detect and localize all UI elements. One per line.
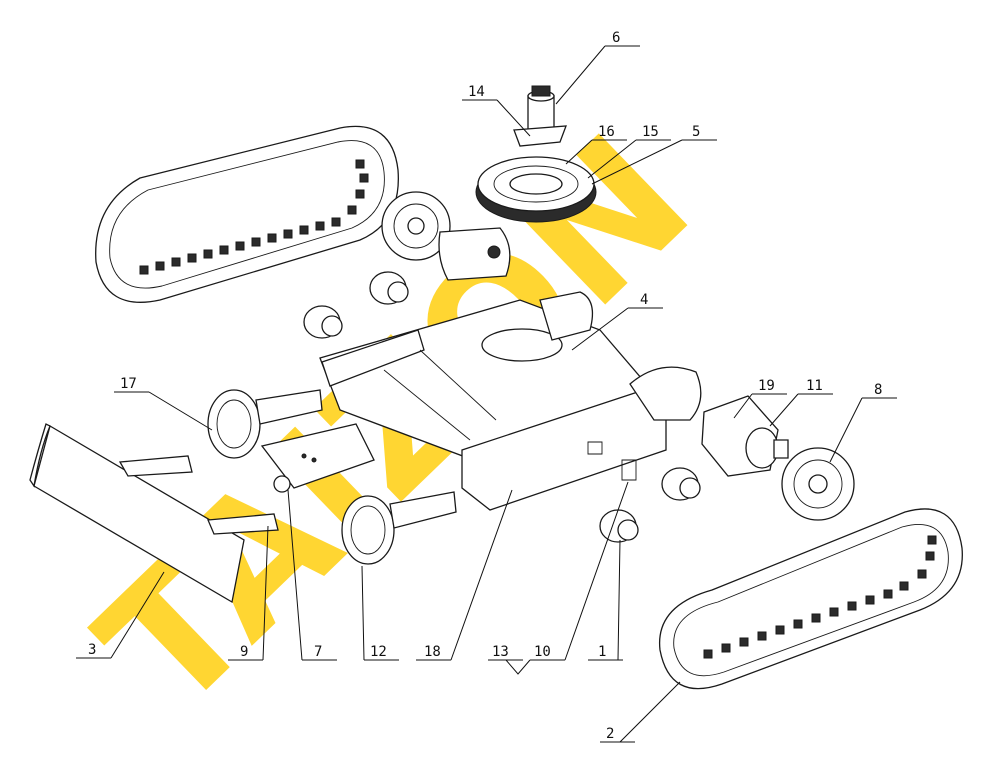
- callout-1: 1: [598, 644, 606, 660]
- leader-lines: [76, 45, 897, 743]
- track-pads: [139, 159, 369, 275]
- travel-motor-right: [701, 395, 789, 477]
- small-rollers: [303, 271, 701, 543]
- callout-16: 16: [598, 124, 615, 140]
- callout-19: 19: [758, 378, 775, 394]
- callout-3: 3: [88, 642, 96, 658]
- callout-8: 8: [874, 382, 882, 398]
- callout-11: 11: [806, 378, 823, 394]
- callout-17: 17: [120, 376, 137, 392]
- track-upper-left: [95, 125, 399, 303]
- callout-labels: 6 14 16 15 5 4 17 19 11 8 3 9 7 12 18 13…: [88, 30, 882, 742]
- upper-sprocket-motor: [381, 191, 511, 281]
- callout-18: 18: [424, 644, 441, 660]
- callout-10: 10: [534, 644, 551, 660]
- idler-upper: [207, 389, 323, 459]
- dozer-blade: [29, 423, 279, 604]
- cover-plate: [260, 423, 375, 493]
- callout-15: 15: [642, 124, 659, 140]
- callout-2: 2: [606, 726, 614, 742]
- chassis-frame: [319, 291, 702, 511]
- track-lower-right: [658, 508, 963, 690]
- callout-12: 12: [370, 644, 387, 660]
- idler-lower: [341, 491, 457, 565]
- callout-4: 4: [640, 292, 648, 308]
- callout-9: 9: [240, 644, 248, 660]
- callout-6: 6: [612, 30, 620, 46]
- slewing-ring: [475, 156, 597, 223]
- rotary-joint: [513, 85, 567, 147]
- sprocket-right: [781, 447, 855, 521]
- callout-7: 7: [314, 644, 322, 660]
- callout-13: 13: [492, 644, 509, 660]
- callout-5: 5: [692, 124, 700, 140]
- callout-14: 14: [468, 84, 485, 100]
